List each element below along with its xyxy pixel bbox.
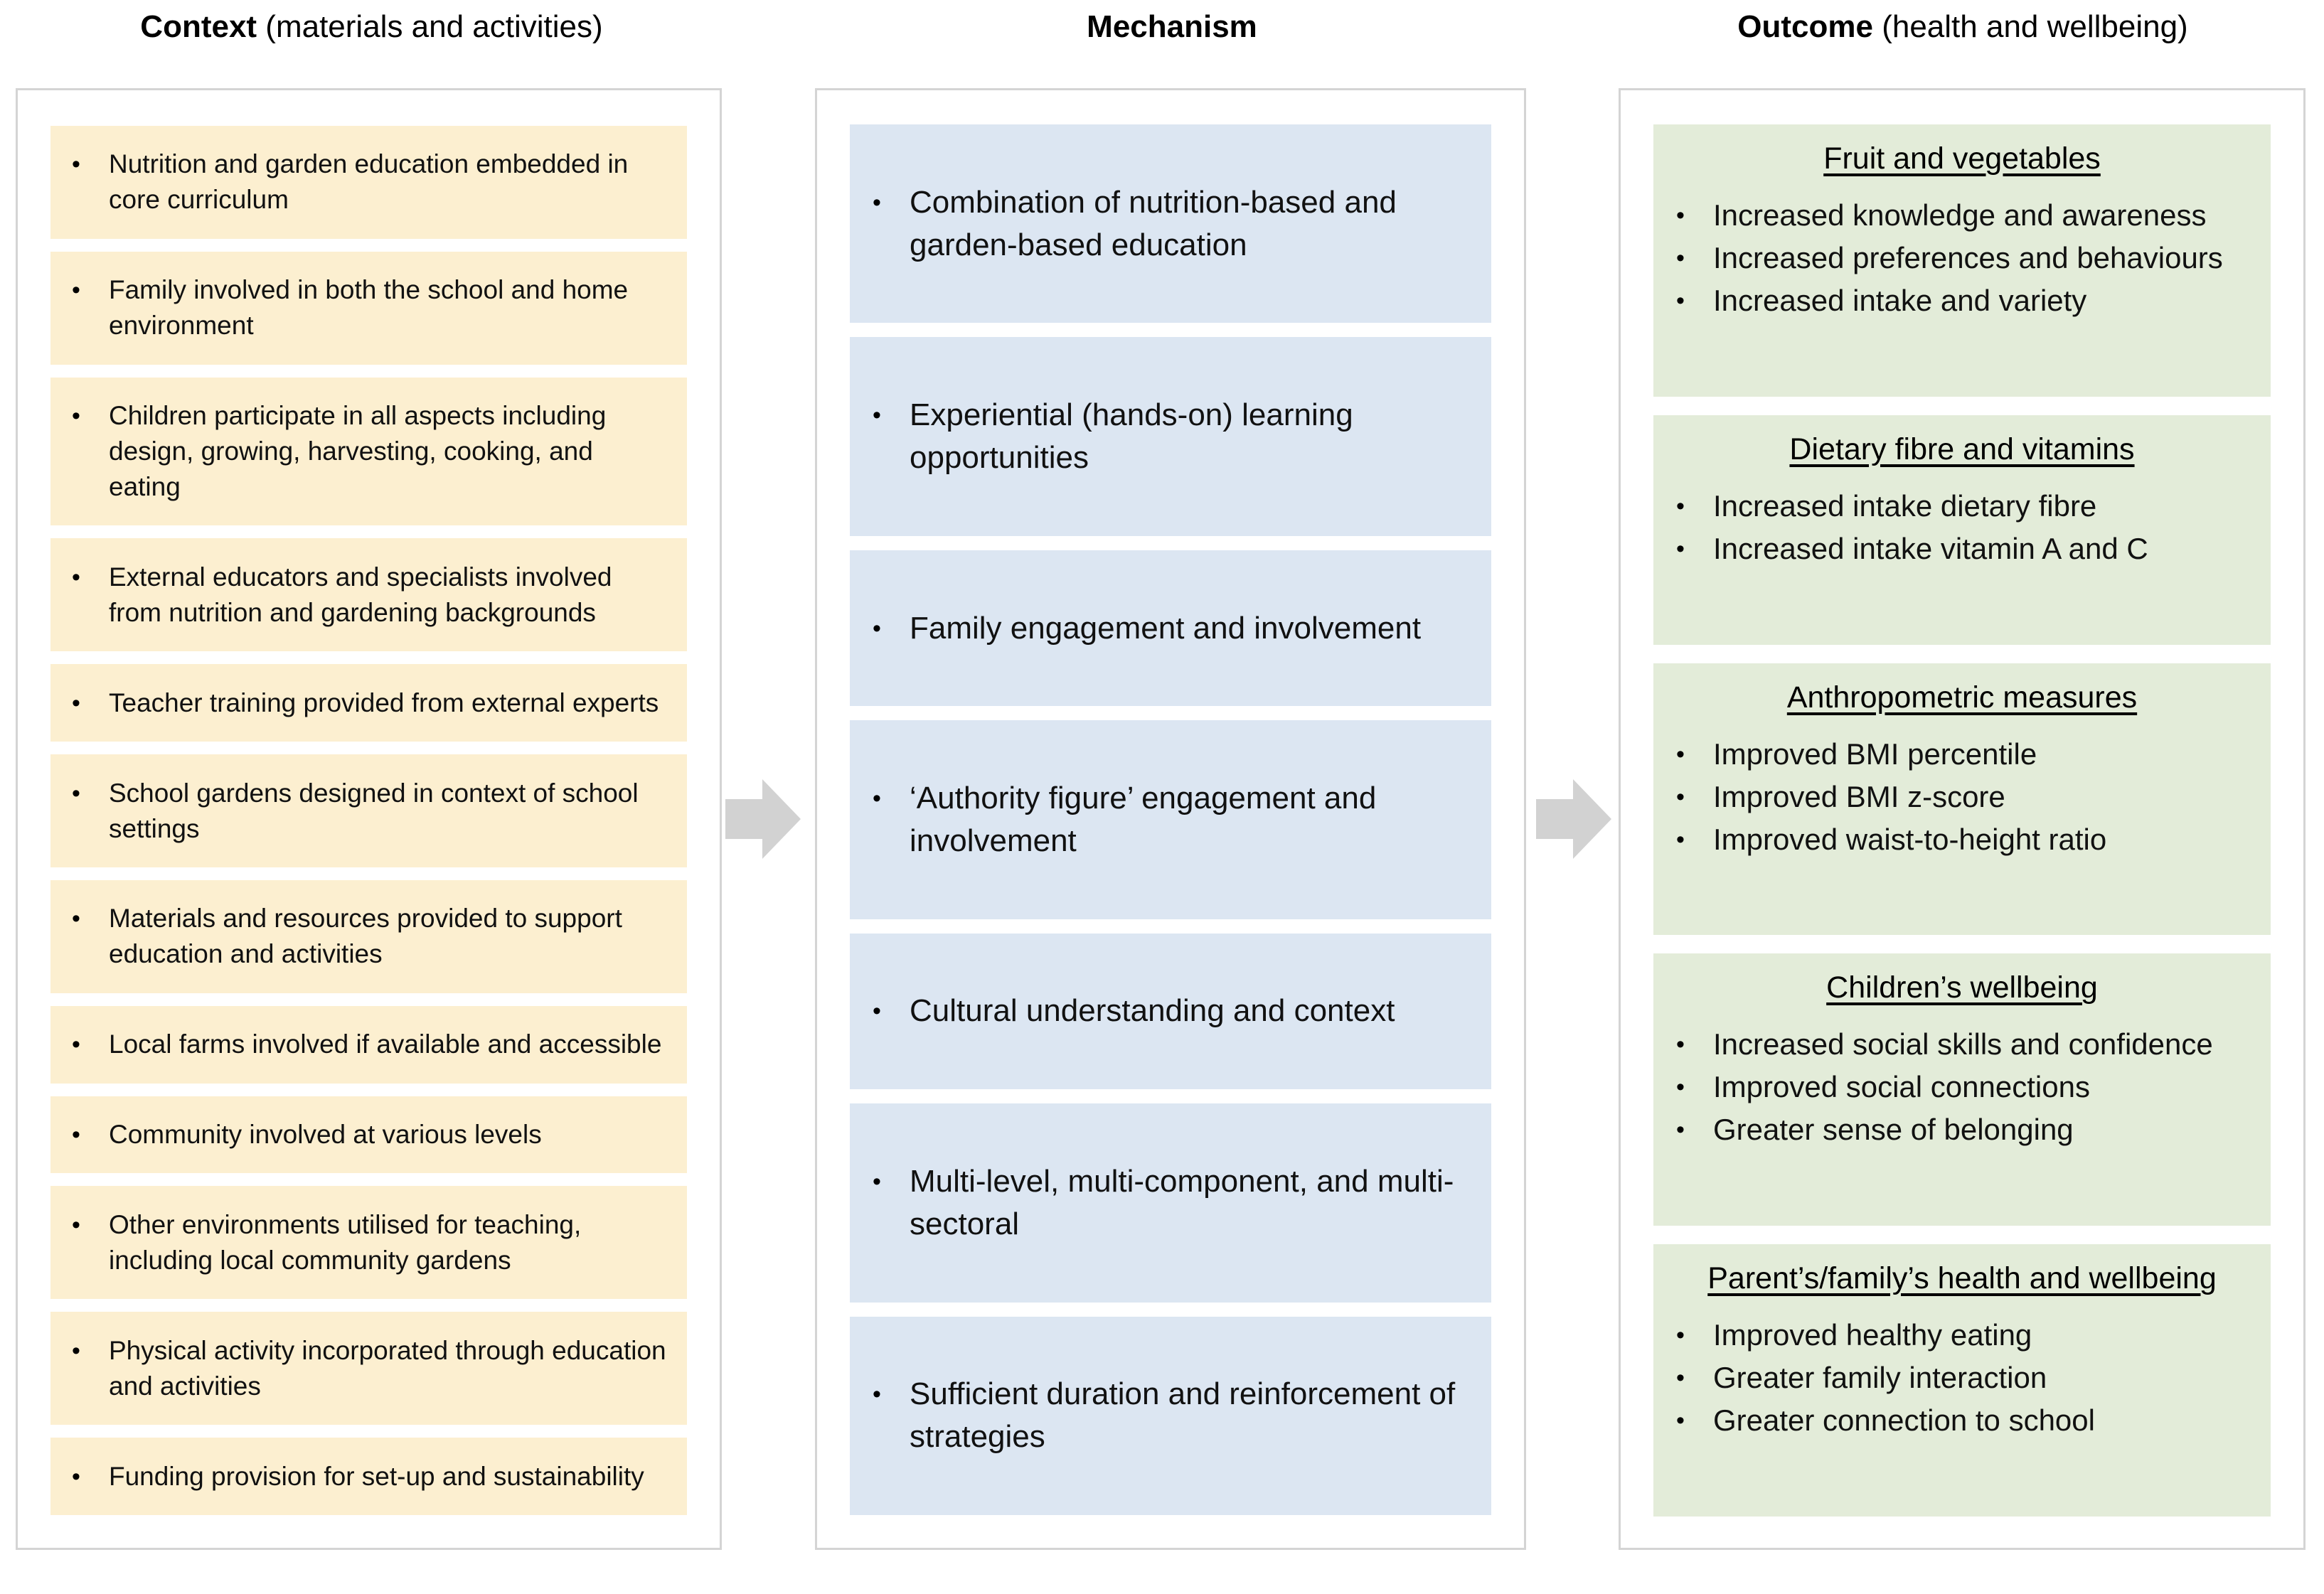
outcome-card-title: Dietary fibre and vitamins [1789, 432, 2135, 466]
context-item: Community involved at various levels [68, 1117, 668, 1152]
outcome-item: Improved social connections [1672, 1066, 2252, 1108]
context-card: Other environments utilised for teaching… [50, 1186, 687, 1300]
context-card: Children participate in all aspects incl… [50, 377, 687, 526]
mechanism-card: Family engagement and involvement [850, 550, 1491, 707]
context-card: Teacher training provided from external … [50, 664, 687, 742]
outcome-card: Parent’s/family’s health and wellbeing I… [1653, 1244, 2271, 1517]
mechanism-card: Experiential (hands-on) learning opportu… [850, 337, 1491, 536]
mechanism-item: Cultural understanding and context [868, 990, 1471, 1032]
context-item: Local farms involved if available and ac… [68, 1027, 668, 1062]
outcome-item: Increased intake and variety [1672, 279, 2252, 322]
outcome-card-title: Children’s wellbeing [1826, 970, 2098, 1005]
outcome-item: Improved waist-to-height ratio [1672, 818, 2252, 861]
context-card: Funding provision for set-up and sustain… [50, 1438, 687, 1515]
outcome-item: Increased knowledge and awareness [1672, 194, 2252, 237]
outcome-item: Increased preferences and behaviours [1672, 237, 2252, 279]
mechanism-card: Multi-level, multi-component, and multi-… [850, 1103, 1491, 1303]
context-item: Children participate in all aspects incl… [68, 398, 668, 505]
context-item: Teacher training provided from external … [68, 685, 668, 721]
mechanism-item: ‘Authority figure’ engagement and involv… [868, 777, 1471, 862]
mechanism-item: Combination of nutrition-based and garde… [868, 181, 1471, 267]
outcome-item: Improved BMI z-score [1672, 776, 2252, 818]
context-item: Other environments utilised for teaching… [68, 1207, 668, 1278]
column-heading-mechanism-bold: Mechanism [1087, 9, 1257, 44]
context-card: Community involved at various levels [50, 1096, 687, 1174]
outcome-item: Increased intake vitamin A and C [1672, 528, 2252, 570]
column-heading-outcome: Outcome (health and wellbeing) [1621, 7, 2304, 47]
column-frame-context: Nutrition and garden education embedded … [16, 88, 722, 1550]
mechanism-item: Sufficient duration and reinforcement of… [868, 1373, 1471, 1458]
context-card: Local farms involved if available and ac… [50, 1005, 687, 1084]
column-heading-outcome-bold: Outcome [1737, 9, 1873, 44]
arrow-shaft [725, 799, 762, 839]
context-card: Family involved in both the school and h… [50, 251, 687, 365]
column-heading-context: Context (materials and activities) [21, 7, 722, 47]
column-frame-outcome: Fruit and vegetables Increased knowledge… [1619, 88, 2306, 1550]
outcome-item: Greater family interaction [1672, 1357, 2252, 1399]
outcome-card: Fruit and vegetables Increased knowledge… [1653, 124, 2271, 397]
context-card-stack: Nutrition and garden education embedded … [18, 90, 720, 1548]
context-card: Nutrition and garden education embedded … [50, 126, 687, 239]
context-item: School gardens designed in context of sc… [68, 776, 668, 847]
outcome-card: Children’s wellbeing Increased social sk… [1653, 953, 2271, 1226]
context-item: Funding provision for set-up and sustain… [68, 1459, 668, 1494]
outcome-item: Improved BMI percentile [1672, 733, 2252, 776]
context-item: Physical activity incorporated through e… [68, 1333, 668, 1404]
outcome-card: Anthropometric measures Improved BMI per… [1653, 663, 2271, 936]
context-item: Materials and resources provided to supp… [68, 901, 668, 972]
outcome-card-stack: Fruit and vegetables Increased knowledge… [1621, 90, 2303, 1548]
outcome-card-title: Fruit and vegetables [1823, 141, 2101, 176]
outcome-item: Improved healthy eating [1672, 1314, 2252, 1357]
arrow-head [762, 779, 801, 859]
arrow-shaft [1536, 799, 1573, 839]
mechanism-card: Sufficient duration and reinforcement of… [850, 1316, 1491, 1515]
column-heading-context-bold: Context [140, 9, 257, 44]
mechanism-card: Combination of nutrition-based and garde… [850, 124, 1491, 323]
context-item: Nutrition and garden education embedded … [68, 146, 668, 218]
context-card: Materials and resources provided to supp… [50, 879, 687, 993]
mechanism-item: Family engagement and involvement [868, 607, 1471, 650]
outcome-item: Increased social skills and confidence [1672, 1023, 2252, 1066]
mechanism-card: Cultural understanding and context [850, 933, 1491, 1090]
outcome-item: Greater sense of belonging [1672, 1108, 2252, 1151]
outcome-card: Dietary fibre and vitamins Increased int… [1653, 414, 2271, 645]
column-heading-outcome-regular: (health and wellbeing) [1872, 9, 2188, 44]
arrow-head [1573, 779, 1611, 859]
mechanism-item: Multi-level, multi-component, and multi-… [868, 1160, 1471, 1246]
mechanism-item: Experiential (hands-on) learning opportu… [868, 394, 1471, 479]
context-card: Physical activity incorporated through e… [50, 1312, 687, 1425]
context-item: External educators and specialists invol… [68, 560, 668, 631]
context-item: Family involved in both the school and h… [68, 272, 668, 343]
outcome-card-title: Anthropometric measures [1786, 680, 2138, 715]
outcome-item: Greater connection to school [1672, 1399, 2252, 1442]
context-card: School gardens designed in context of sc… [50, 754, 687, 867]
outcome-item: Increased intake dietary fibre [1672, 485, 2252, 528]
column-heading-mechanism: Mechanism [816, 7, 1528, 47]
mechanism-card-stack: Combination of nutrition-based and garde… [817, 90, 1524, 1548]
context-card: External educators and specialists invol… [50, 538, 687, 652]
column-frame-mechanism: Combination of nutrition-based and garde… [815, 88, 1526, 1550]
outcome-card-title: Parent’s/family’s health and wellbeing [1707, 1261, 2217, 1296]
column-heading-context-regular: (materials and activities) [257, 9, 603, 44]
mechanism-card: ‘Authority figure’ engagement and involv… [850, 720, 1491, 919]
